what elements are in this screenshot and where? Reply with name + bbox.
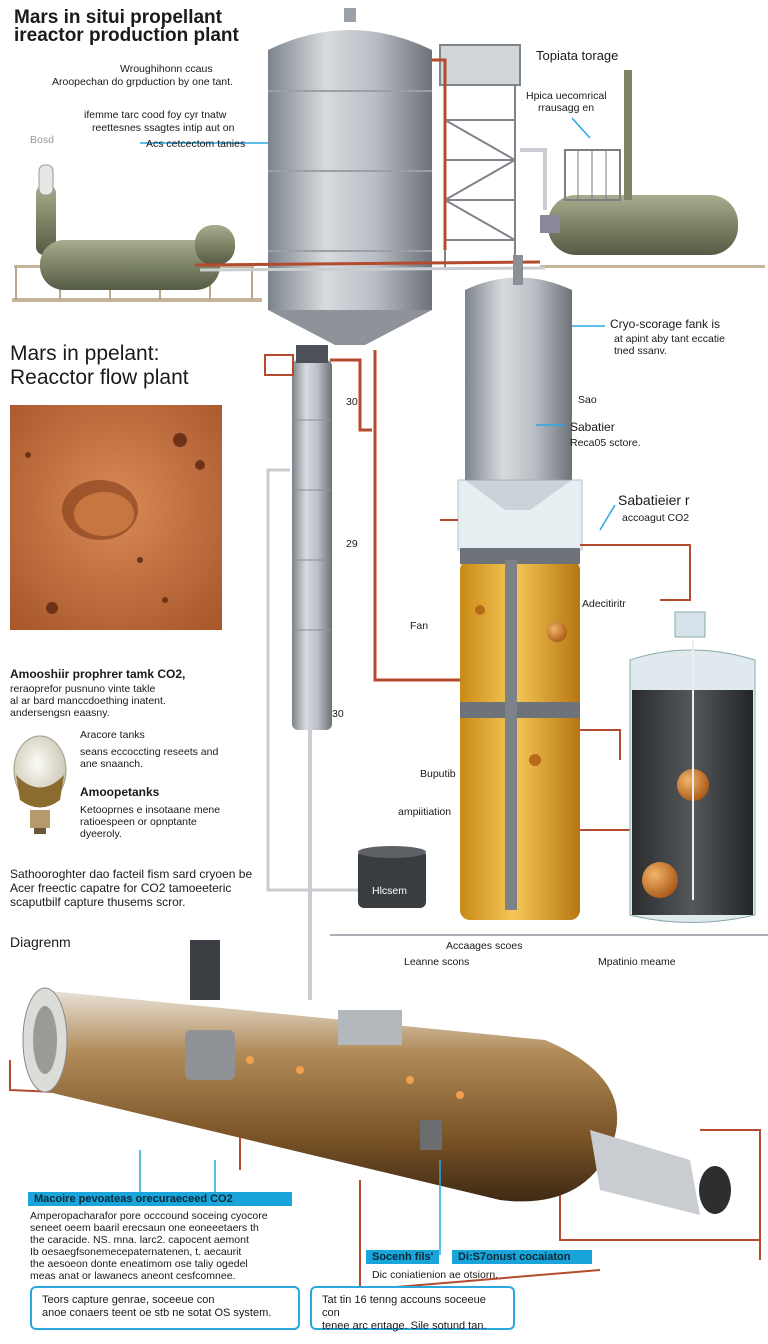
note2-line2: reettesnes ssagtes intip aut on	[92, 122, 235, 134]
p4-line2: Acer freectic capatre for CO2 tamoeeteri…	[10, 881, 232, 895]
storage-sub2: rrausagg en	[538, 102, 595, 114]
note1-line1: Wroughihonn ccaus	[120, 63, 213, 75]
sabatier-title: Sabatier	[570, 420, 615, 434]
para-line5: the aesoeon donte eneatimom ose taliy og…	[30, 1258, 248, 1270]
lightbulb-icon	[13, 735, 67, 834]
label-acc: Accaages scoes	[446, 940, 523, 952]
section-title-line1: Mars in ppelant:	[10, 342, 160, 365]
para-line4: Ib oesaegfsonemecepaternatenen, t. aecau…	[30, 1246, 242, 1258]
cryo-tank	[465, 255, 572, 510]
p1-line1: reraoprefor pusnuno vinte takle	[10, 683, 156, 695]
note1-line2: Aroopechan do grpduction by one tant.	[52, 76, 233, 88]
p1-line3: andersengsn eaasny.	[10, 707, 110, 719]
p2-title: Aracore tanks	[80, 729, 145, 741]
cryo-line1: at apint aby tant eccatie	[614, 333, 725, 345]
water-tank	[629, 611, 756, 923]
cryo-title: Cryo-scorage fank is	[610, 317, 721, 331]
storage-title: Topiata torage	[536, 48, 619, 63]
cryo-line2: tned ssanv.	[614, 345, 667, 357]
label-buputib: Buputib	[420, 768, 456, 780]
right-storage-tank	[540, 70, 765, 268]
para-line6: meas anat or lawanecs aneont cesfcomnee.	[30, 1270, 236, 1282]
main-silo	[268, 8, 432, 345]
p3-line2: ratioespeen or opnptante	[80, 816, 197, 828]
distillation-column	[264, 345, 460, 1000]
column-mark-30b: 30	[332, 708, 344, 720]
p3-line3: dyeeroly.	[80, 828, 122, 840]
box2-line2: tenee arc entage. Sile sotund tan.	[322, 1320, 487, 1332]
vessel-label: Hlcsem	[372, 885, 408, 897]
p2-line2: ane snaanch.	[80, 758, 144, 770]
left-storage-tank	[12, 164, 262, 302]
note3: Acs cetcectom tanies	[146, 138, 246, 150]
sabatier2-title: Sabatieier r	[618, 492, 690, 508]
scaffold-tower	[439, 44, 521, 270]
bar-socenh: Socenh fils'	[366, 1250, 440, 1264]
info-box-1: Teors capture genrae, soceeue con anoe c…	[30, 1286, 300, 1330]
label-sao: Sao	[578, 394, 597, 406]
caption: Dic coniatienion ae otsiorn.	[372, 1269, 499, 1281]
p2-line1: seans eccoccting reseets and	[80, 746, 219, 758]
label-learnne: Leanne scons	[404, 956, 470, 968]
page-title-line2: ireactor production plant	[14, 25, 239, 46]
p1-line2: al ar bard manccdoething inatent.	[10, 695, 166, 707]
column-mark-30: 30	[346, 396, 358, 408]
label-mpatinio: Mpatinio meame	[598, 956, 676, 968]
box2-line1: Tat tin 16 tenng accouns soceeue con	[322, 1294, 486, 1319]
bar-cocaiaton: Di:S7onust cocaiaton	[452, 1250, 592, 1264]
box1-line2: anoe conaers teent oe stb ne sotat OS sy…	[42, 1307, 272, 1319]
p1-title: Amooshiir prophrer tamk CO2,	[10, 667, 186, 681]
sabatier-sub: Reca05 sctore.	[570, 437, 641, 449]
page-title-line1: Mars in situi propellant	[14, 7, 222, 28]
label-amp: ampiitiation	[398, 806, 452, 818]
diagram-label: Diagrenm	[10, 934, 71, 950]
para-line1: Amperopacharafor pore occcound soceing c…	[30, 1210, 268, 1222]
p4-line1: Sathooroghter dao facteil fism sard cryo…	[10, 867, 253, 881]
info-box-2: Tat tin 16 tenng accouns soceeue con ten…	[310, 1286, 515, 1332]
horizontal-reactor-pipe	[9, 940, 761, 1292]
sabatier2-sub: accoagut CO2	[622, 512, 690, 524]
small-vessel	[358, 846, 426, 908]
para-line2: seneet oeem baaril erecsaun one eoneeeta…	[30, 1222, 259, 1234]
bottom-bar-title: Macoire pevoateas orecuraeceed CO2	[28, 1192, 292, 1206]
label-adecirit: Adecitiritr	[582, 598, 626, 610]
label-fan: Fan	[410, 620, 429, 632]
mars-surface-image	[10, 405, 222, 630]
p3-title: Amoopetanks	[80, 785, 160, 799]
storage-sub1: Hpica uecomrical	[526, 90, 607, 102]
top-pipes	[194, 58, 547, 272]
p3-line1: Ketooprnes e insotaane mene	[80, 804, 221, 816]
section-title-line2: Reacctor flow plant	[10, 366, 189, 389]
tiny-label: Bosd	[30, 134, 54, 146]
note2-line1: ifemme tarc cood foy cyr tnatw	[84, 109, 227, 121]
column-mark-29: 29	[346, 538, 358, 550]
leader-lines	[139, 117, 616, 1255]
sabatier-reactor	[440, 479, 691, 920]
cattlea-label: Cattlea	[668, 1229, 704, 1241]
box1-line1: Teors capture genrae, soceeue con	[42, 1294, 215, 1306]
p4-line3: scaputbilf capture thusems scror.	[10, 895, 186, 909]
para-line3: the caracide. NS. mna. larc2. capocent a…	[30, 1234, 249, 1246]
